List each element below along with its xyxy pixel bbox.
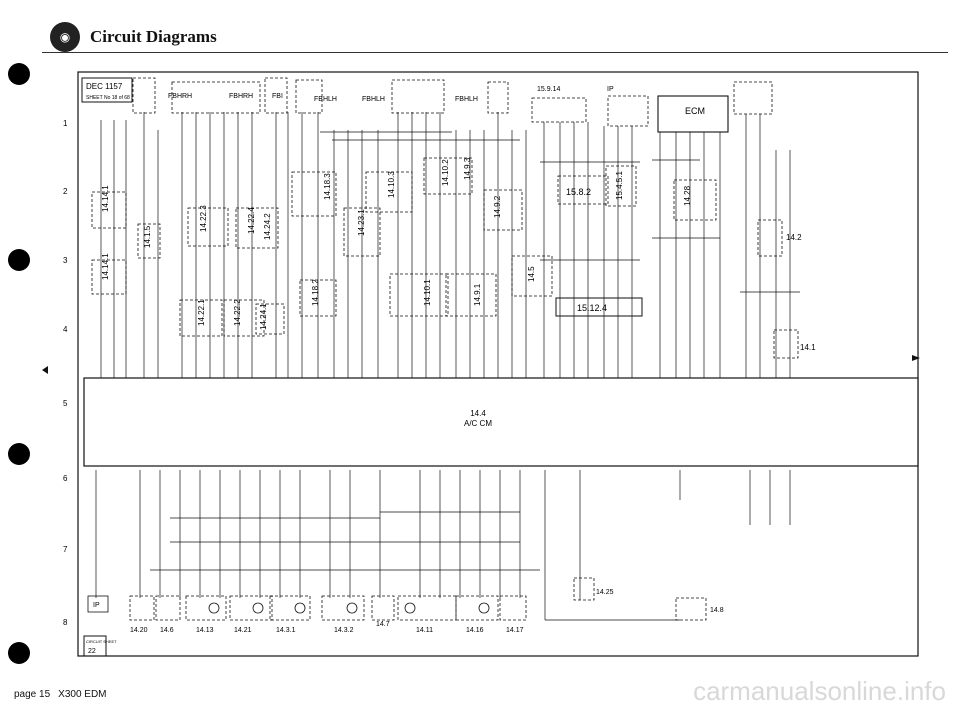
acm-name: A/C CM [464,419,492,428]
top-labels: FBHRH FBHRH FBI FBHLH FBHLH FBHLH 15.9.1… [168,86,705,116]
component-label: 14.8 [710,607,724,614]
header-rule [42,52,948,53]
row-number: 1 [63,119,68,128]
module-label: 14.22.4 [247,207,256,234]
page-title: Circuit Diagrams [90,27,217,46]
component-label: 14.11 [416,627,433,634]
binder-hole [8,249,30,271]
component-label: 14.13 [196,627,214,634]
continuation-arrow-icon [42,366,48,374]
row-numbers: 1 2 3 4 5 6 7 8 [63,119,68,627]
module-label: 14.24.2 [263,213,272,240]
ecm-box [657,95,729,133]
module-15-12-4 [555,297,643,317]
sheet-ref-box: DEC 1157 SHEET No 18 of 68 [81,77,133,103]
circuit-sheet-caption: CIRCUIT SHEET [86,639,117,644]
sheet-doc: DEC 1157 [86,82,123,91]
component-label: 14.17 [506,627,524,634]
module-label: 14.1 [800,343,816,352]
module-label: 14.14.1 [101,253,110,280]
row-number: 5 [63,399,68,408]
component-label: 14.16 [466,627,484,634]
row-number: 7 [63,545,68,554]
fuse-label: FBHLH [362,96,385,103]
watermark: carmanualsonline.info [693,676,946,706]
module-label: 15.12.4 [577,303,607,313]
row-number: 2 [63,187,68,196]
module-label: 14.9.2 [493,195,502,218]
component-label: 14.6 [160,627,174,634]
ac-control-module: 14.4 A/C CM [83,377,919,467]
component-label: 14.3.2 [334,627,354,634]
jaguar-emblem-icon: ◉ [50,22,80,52]
module-labels: 14.14.1 14.1.5 14.22.3 14.22.4 14.24.2 1… [101,157,816,352]
circuit-sheet-box: CIRCUIT SHEET 22 [83,635,117,657]
module-label: 14.9.1 [473,283,482,306]
binder-hole [8,443,30,465]
module-label: 14.28 [683,185,692,206]
binder-hole [8,642,30,664]
component-label: 14.20 [130,627,148,634]
fuse-label: FBHRH [229,93,253,100]
module-label: 14.22.3 [199,205,208,232]
page-number: page 15 [14,689,51,700]
acm-ref: 14.4 [470,409,486,418]
module-label: 14.5 [527,266,536,282]
edm-label: X300 EDM [58,689,107,700]
module-label: 14.23.1 [357,209,366,236]
module-label: 14.24.1 [259,303,268,330]
component-label: 15.9.14 [537,86,560,93]
bottom-labels: IP 14.20 14.6 14.13 14.21 14.3.1 14.3.2 … [93,589,724,634]
module-label: 15.4.5.1 [615,171,624,200]
component-label: IP [607,86,614,93]
wiring [95,112,800,621]
module-label: 14.18.2 [311,279,320,306]
fuse-label: FBI [272,93,283,100]
binder-hole [8,63,30,85]
module-label: 14.1.5 [143,225,152,248]
row-number: 8 [63,618,68,627]
page-footer: page 15 X300 EDM [14,689,107,700]
fuse-label: FBHLH [314,96,337,103]
page-header: ◉ Circuit Diagrams [50,20,217,54]
ecm-label: ECM [685,106,705,116]
module-label: 15.8.2 [566,187,591,197]
fuse-label: FBHLH [455,96,478,103]
component-label: IP [93,602,100,609]
fuse-label: FBHRH [168,93,192,100]
module-label: 14.2 [786,233,802,242]
diagram-frame [77,71,919,657]
continuation-arrow-icon [912,355,920,361]
row-number: 3 [63,256,68,265]
row-number: 4 [63,325,68,334]
module-boxes [91,157,799,359]
component-label: 14.25 [596,589,614,596]
module-label: 14.10.3 [387,171,396,198]
row-number: 6 [63,474,68,483]
component-label: 14.7 [376,621,390,628]
module-label: 14.10.2 [441,159,450,186]
component-label: 14.3.1 [276,627,296,634]
module-label: 14.10.1 [423,279,432,306]
bottom-components [87,577,707,621]
component-label: 14.21 [234,627,252,634]
circuit-sheet-number: 22 [88,648,96,655]
module-label: 14.22.1 [197,299,206,326]
module-label: 14.22.2 [233,299,242,326]
module-label: 14.18.3 [323,173,332,200]
module-label: 14.14.1 [101,185,110,212]
sheet-no: SHEET No 18 of 68 [86,95,130,101]
module-label: 14.9.3 [463,157,472,180]
fuse-boxes [132,77,773,127]
